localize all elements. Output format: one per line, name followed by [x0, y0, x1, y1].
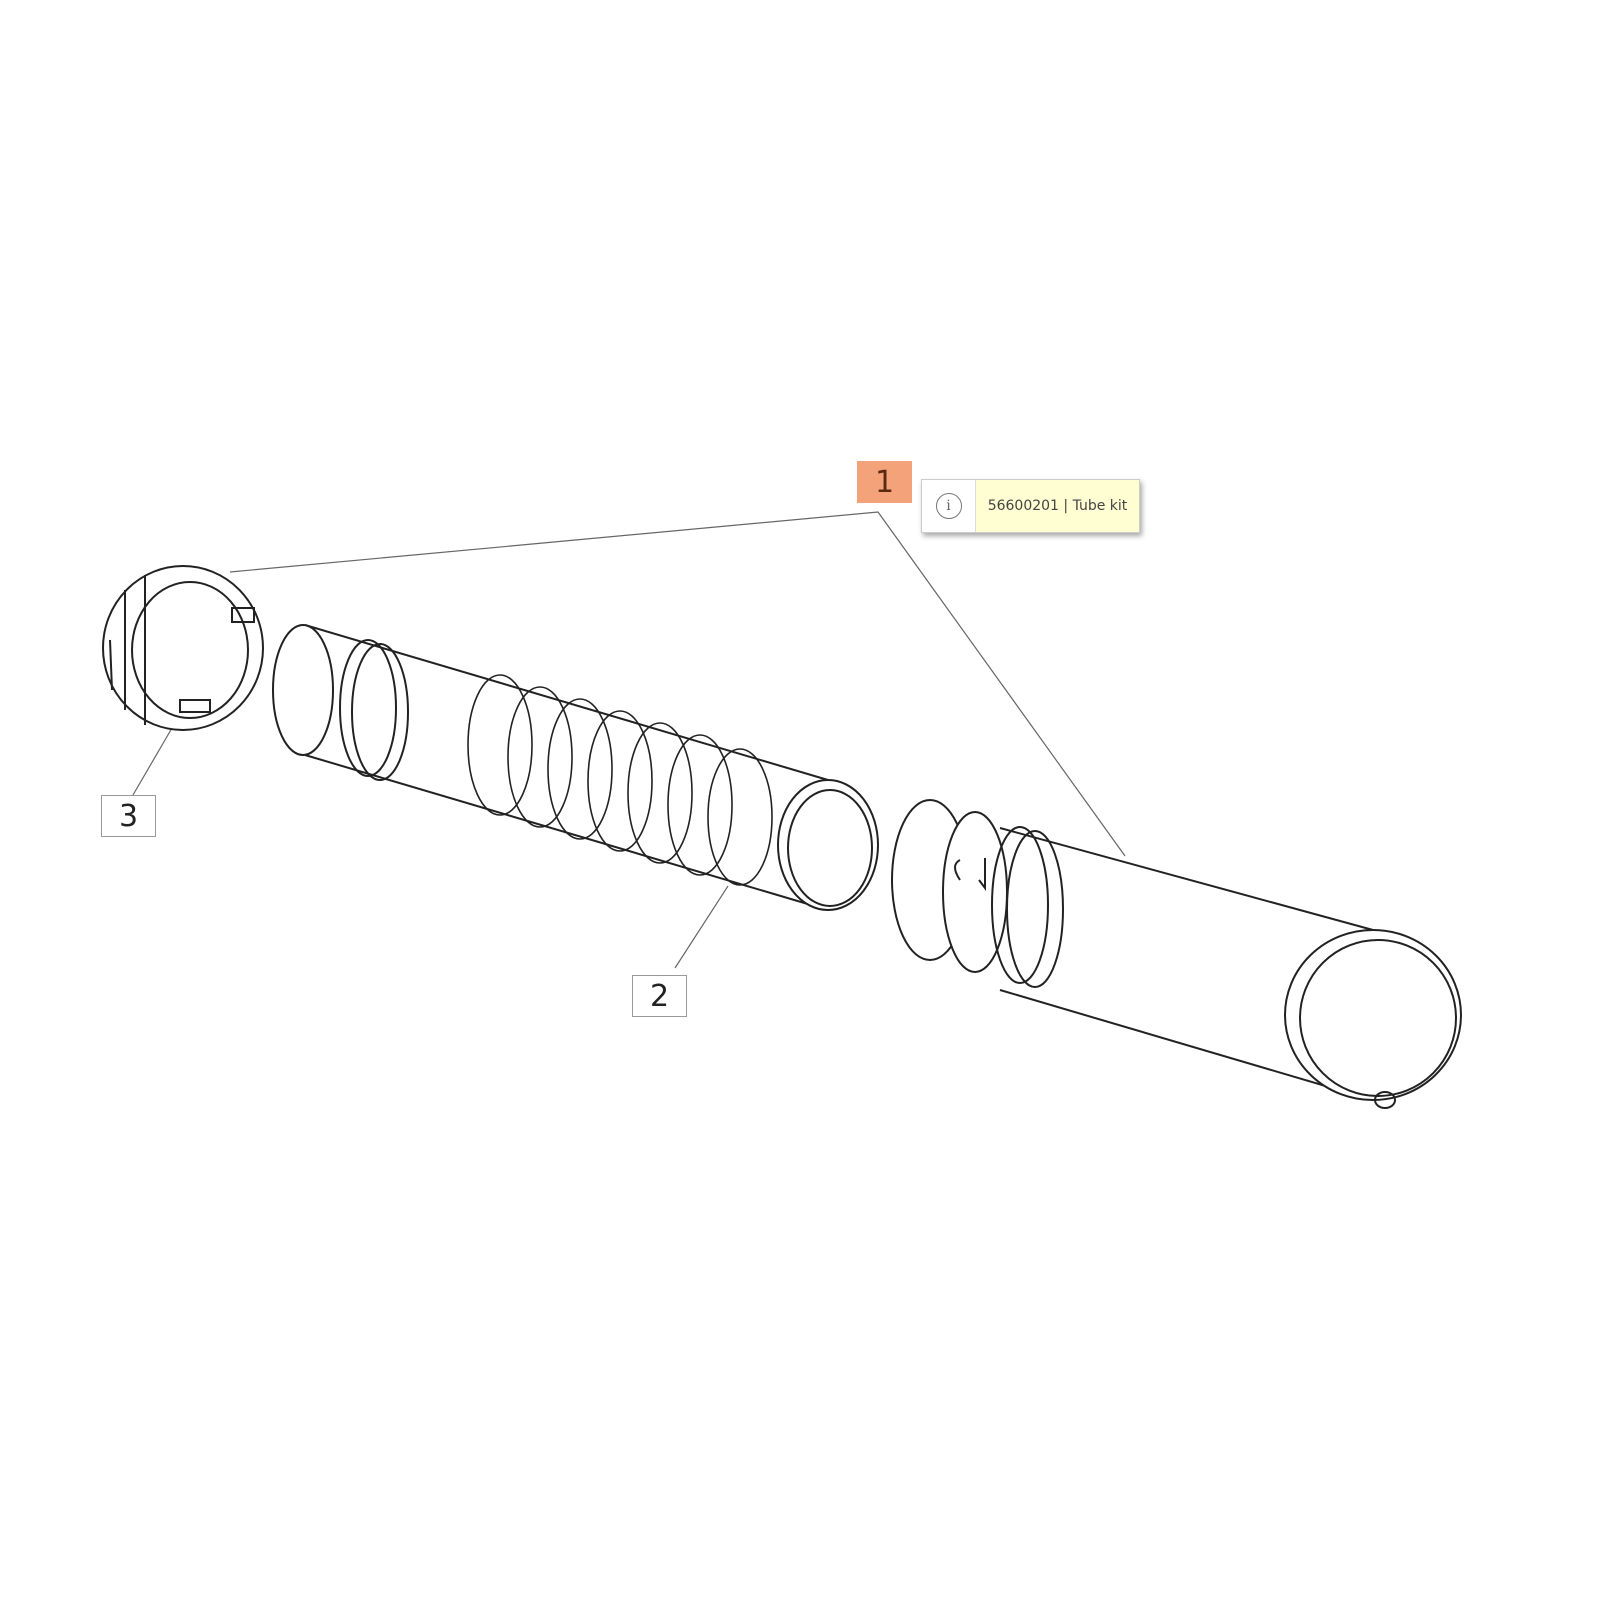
part-1-tube-with-coupler[interactable]	[891, 799, 1462, 1109]
callout-3[interactable]: 3	[101, 795, 156, 837]
info-icon: i	[935, 493, 962, 519]
callout-1[interactable]: 1	[857, 461, 912, 503]
callout-2[interactable]: 2	[632, 975, 687, 1017]
leader-lines	[132, 511, 1126, 969]
part-2-flex-tube[interactable]	[272, 624, 879, 911]
tooltip-icon-area: i	[922, 480, 976, 532]
part-3-ring-nut[interactable]	[102, 565, 264, 731]
tooltip-text: 56600201 | Tube kit	[987, 498, 1128, 514]
part-tooltip: i 56600201 | Tube kit	[921, 479, 1140, 533]
